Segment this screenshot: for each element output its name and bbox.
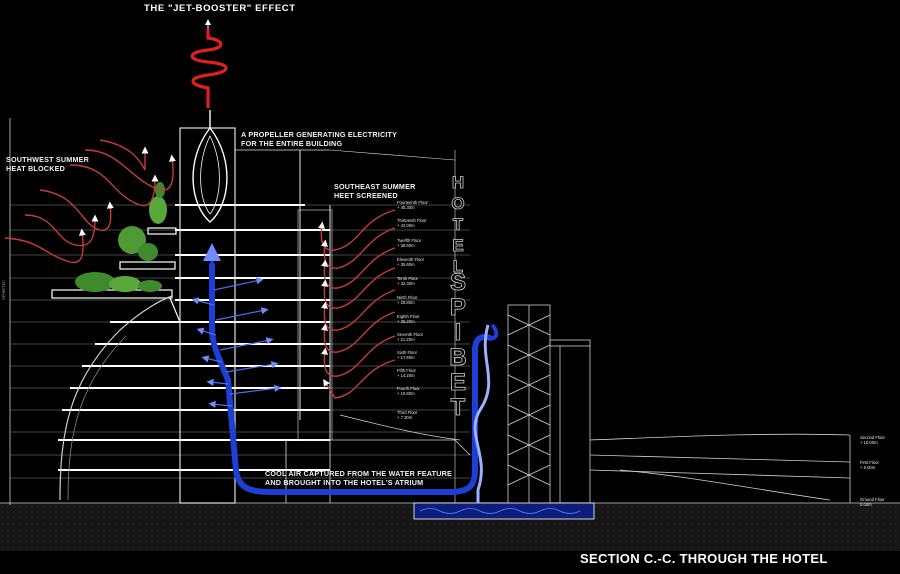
southwest-heat-arrows <box>4 139 176 264</box>
level-tag: Fourth Floor+ 10.80m <box>397 386 420 396</box>
water-cascade <box>473 324 491 503</box>
section-title: SECTION C.-C. THROUGH THE HOTEL <box>580 551 828 566</box>
level-tag: Fourteenth Floor+ 45.30m <box>397 200 428 210</box>
level-tag: Second Floor+ 10.00m <box>860 435 885 445</box>
level-tag: Twelfth Floor+ 38.80m <box>397 238 421 248</box>
level-tag: Thirteenth Floor+ 42.00m <box>397 218 427 228</box>
water-pool <box>413 502 595 520</box>
level-tag: Ninth Floor+ 28.80m <box>397 295 418 305</box>
garden-terraces <box>51 227 181 323</box>
southeast-annotation: SOUTHEAST SUMMER HEET SCREENED <box>334 182 416 200</box>
level-tag: Third Floor+ 7.30m <box>397 410 418 420</box>
southwest-annotation: SOUTHWEST SUMMER HEAT BLOCKED <box>6 155 90 173</box>
level-tag: First Floor+ 5.00m <box>860 460 879 470</box>
cool-air-branches <box>191 277 282 408</box>
floor-slabs <box>58 204 330 471</box>
dimension-note: SPIRETEC <box>1 279 6 300</box>
cool-air-annotation: COOL AIR CAPTURED FROM THE WATER FEATURE… <box>265 469 453 487</box>
west-facade <box>59 295 173 501</box>
level-tag: Fifth Floor+ 14.20m <box>397 368 416 378</box>
spibetec-sign: S P I B E T <box>449 269 467 421</box>
diagram-title: THE "JET-BOOSTER" EFFECT <box>144 3 296 14</box>
southeast-heat-arrows <box>318 209 396 399</box>
propeller-annotation: A PROPELLER GENERATING ELECTRICITY FOR T… <box>241 130 398 148</box>
level-tag: Seventh Floor+ 21.20m <box>397 332 424 342</box>
lattice-tower <box>507 304 591 504</box>
garden-greenery <box>75 182 167 292</box>
hotel-sign: H O T E L <box>451 173 465 277</box>
jet-booster-spiral <box>190 19 228 108</box>
level-tag: Tenth Floor+ 32.30m <box>397 276 418 286</box>
level-tag: Sixth Floor+ 17.60m <box>397 350 418 360</box>
level-tag: Eighth Floor+ 25.20m <box>397 314 420 324</box>
right-wing <box>330 414 851 503</box>
propeller-turbine <box>192 110 228 223</box>
level-tag: Eleventh Floor+ 35.60m <box>397 257 424 267</box>
